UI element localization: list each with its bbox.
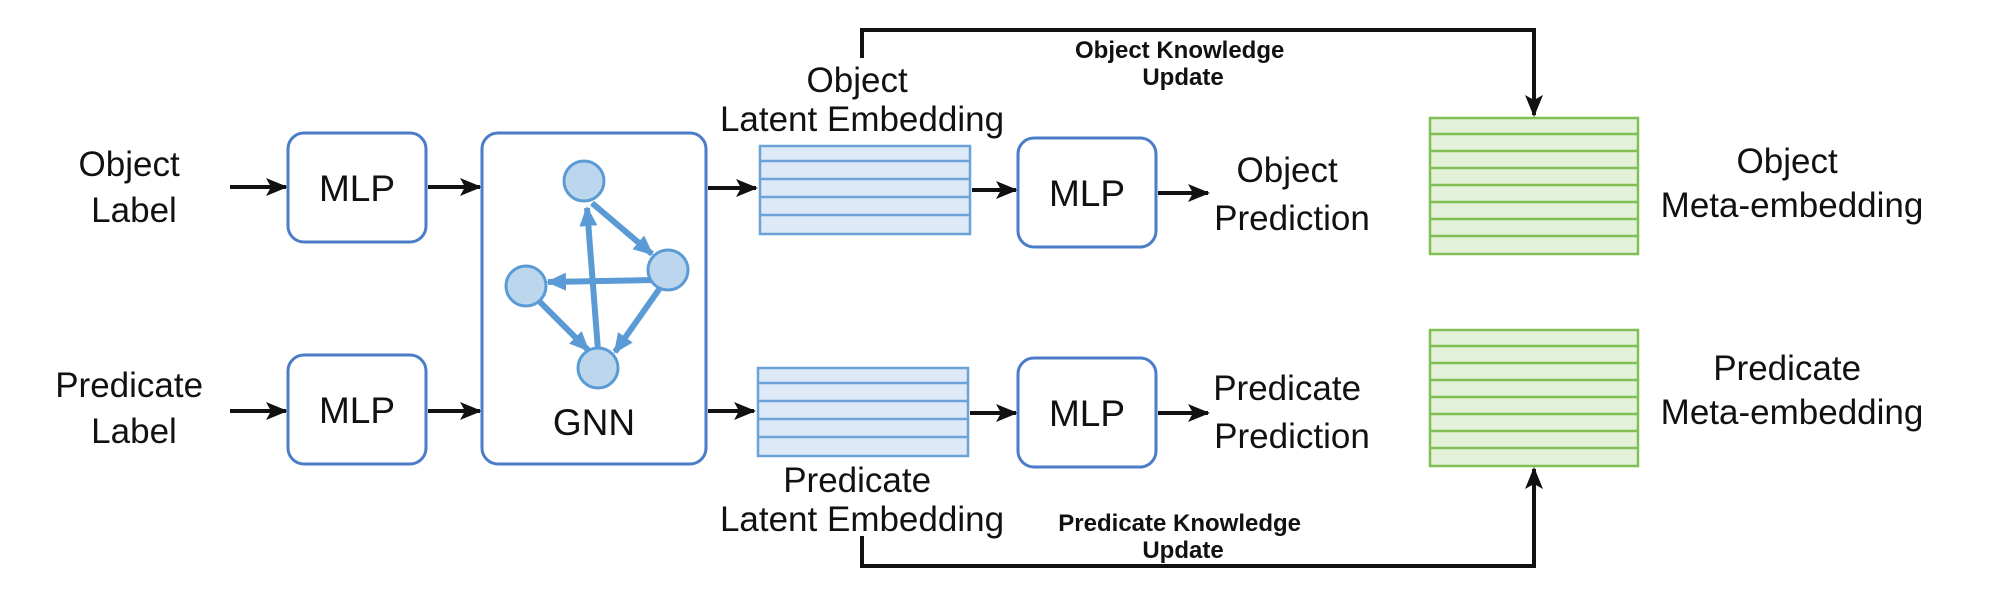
mlp-label: MLP (319, 390, 395, 431)
mlp-label: MLP (319, 168, 395, 209)
mlp-label: MLP (1049, 173, 1125, 214)
predicate-label-input: Predicate Label (55, 366, 213, 451)
object-output-mlp: MLP (1016, 136, 1158, 249)
object-knowledge-update-label: Object Knowledge Update (1075, 37, 1291, 91)
object-prediction-label: Object Prediction (1214, 151, 1370, 238)
object-input-mlp: MLP (286, 131, 428, 244)
predicate-knowledge-update-label: Predicate Knowledge Update (1058, 510, 1307, 564)
predicate-knowledge-update-arrow (860, 467, 1543, 568)
graph-icon (504, 159, 690, 390)
object-knowledge-update-arrow (860, 28, 1543, 117)
mlp-label: MLP (1049, 393, 1125, 434)
object-meta-embedding (1428, 116, 1640, 256)
object-embedding-label: Object Latent Embedding (720, 61, 1004, 139)
gnn-module: GNN (480, 131, 708, 466)
object-label-input: Object Label (79, 145, 190, 230)
predicate-meta-embedding (1428, 328, 1640, 468)
predicate-latent-embedding (756, 366, 970, 458)
predicate-output-mlp: MLP (1016, 356, 1158, 469)
object-meta-embedding-label: Object Meta-embedding (1661, 142, 1924, 225)
gnn-label: GNN (553, 402, 635, 443)
predicate-input-mlp: MLP (286, 353, 428, 466)
predicate-embedding-label: Predicate Latent Embedding (720, 461, 1004, 539)
object-latent-embedding (758, 144, 972, 236)
predicate-meta-embedding-label: Predicate Meta-embedding (1661, 349, 1924, 432)
predicate-prediction-label: Predicate Prediction (1213, 369, 1371, 456)
